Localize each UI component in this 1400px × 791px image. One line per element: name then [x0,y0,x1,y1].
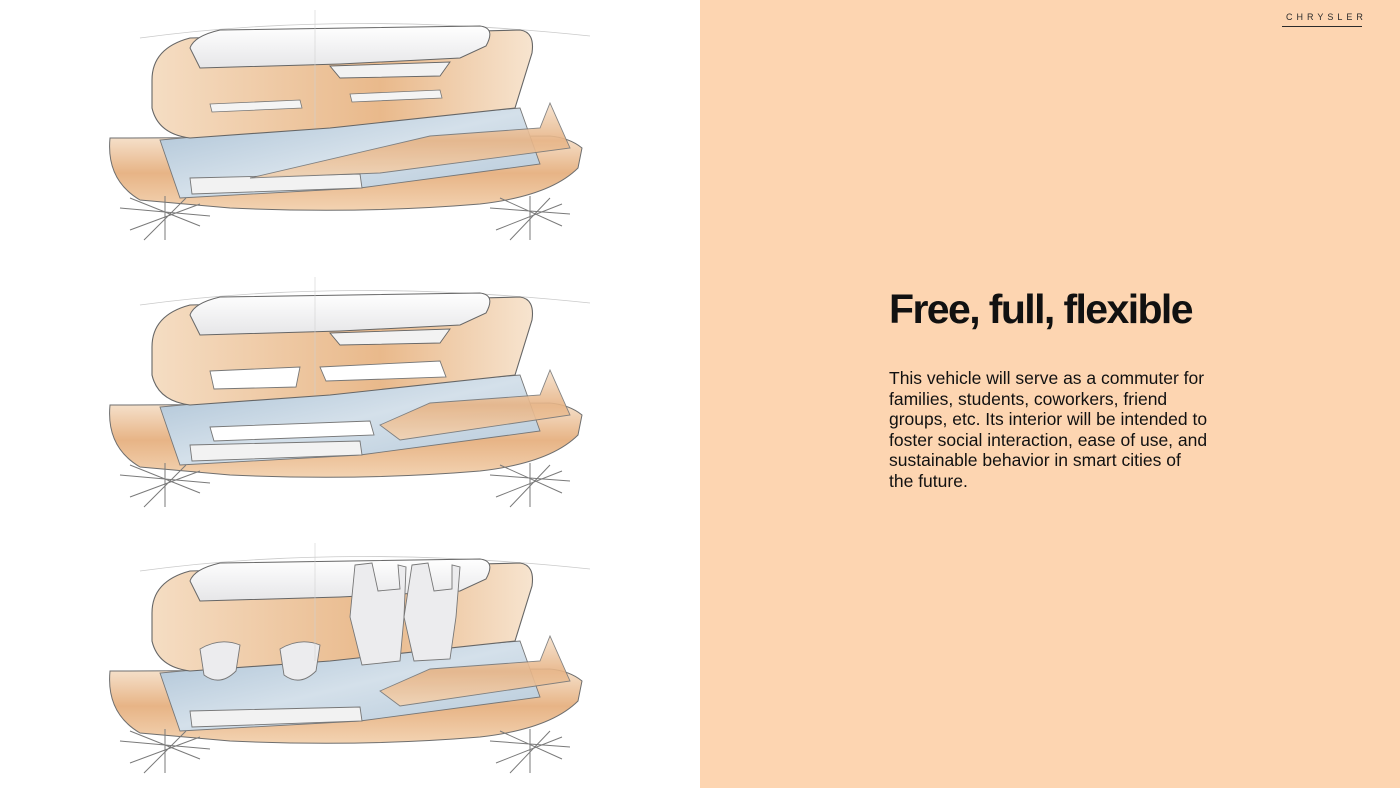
brand-logo: CHRYSLER [1282,12,1367,27]
interior-drawing [109,543,590,774]
interior-drawing [109,10,590,241]
text-panel [700,0,1400,788]
interior-drawing [109,277,590,508]
sketch-panel [0,0,700,788]
slide-title: Free, full, flexible [889,286,1194,332]
vehicle-interior-sketch-lounge [100,8,590,258]
logo-wordmark: CHRYSLER [1286,12,1367,22]
vehicle-interior-sketch-seats [100,541,590,791]
vehicle-interior-sketch-tables [100,275,590,525]
slide-body-text: This vehicle will serve as a commuter fo… [889,368,1208,491]
logo-underline [1282,26,1362,27]
